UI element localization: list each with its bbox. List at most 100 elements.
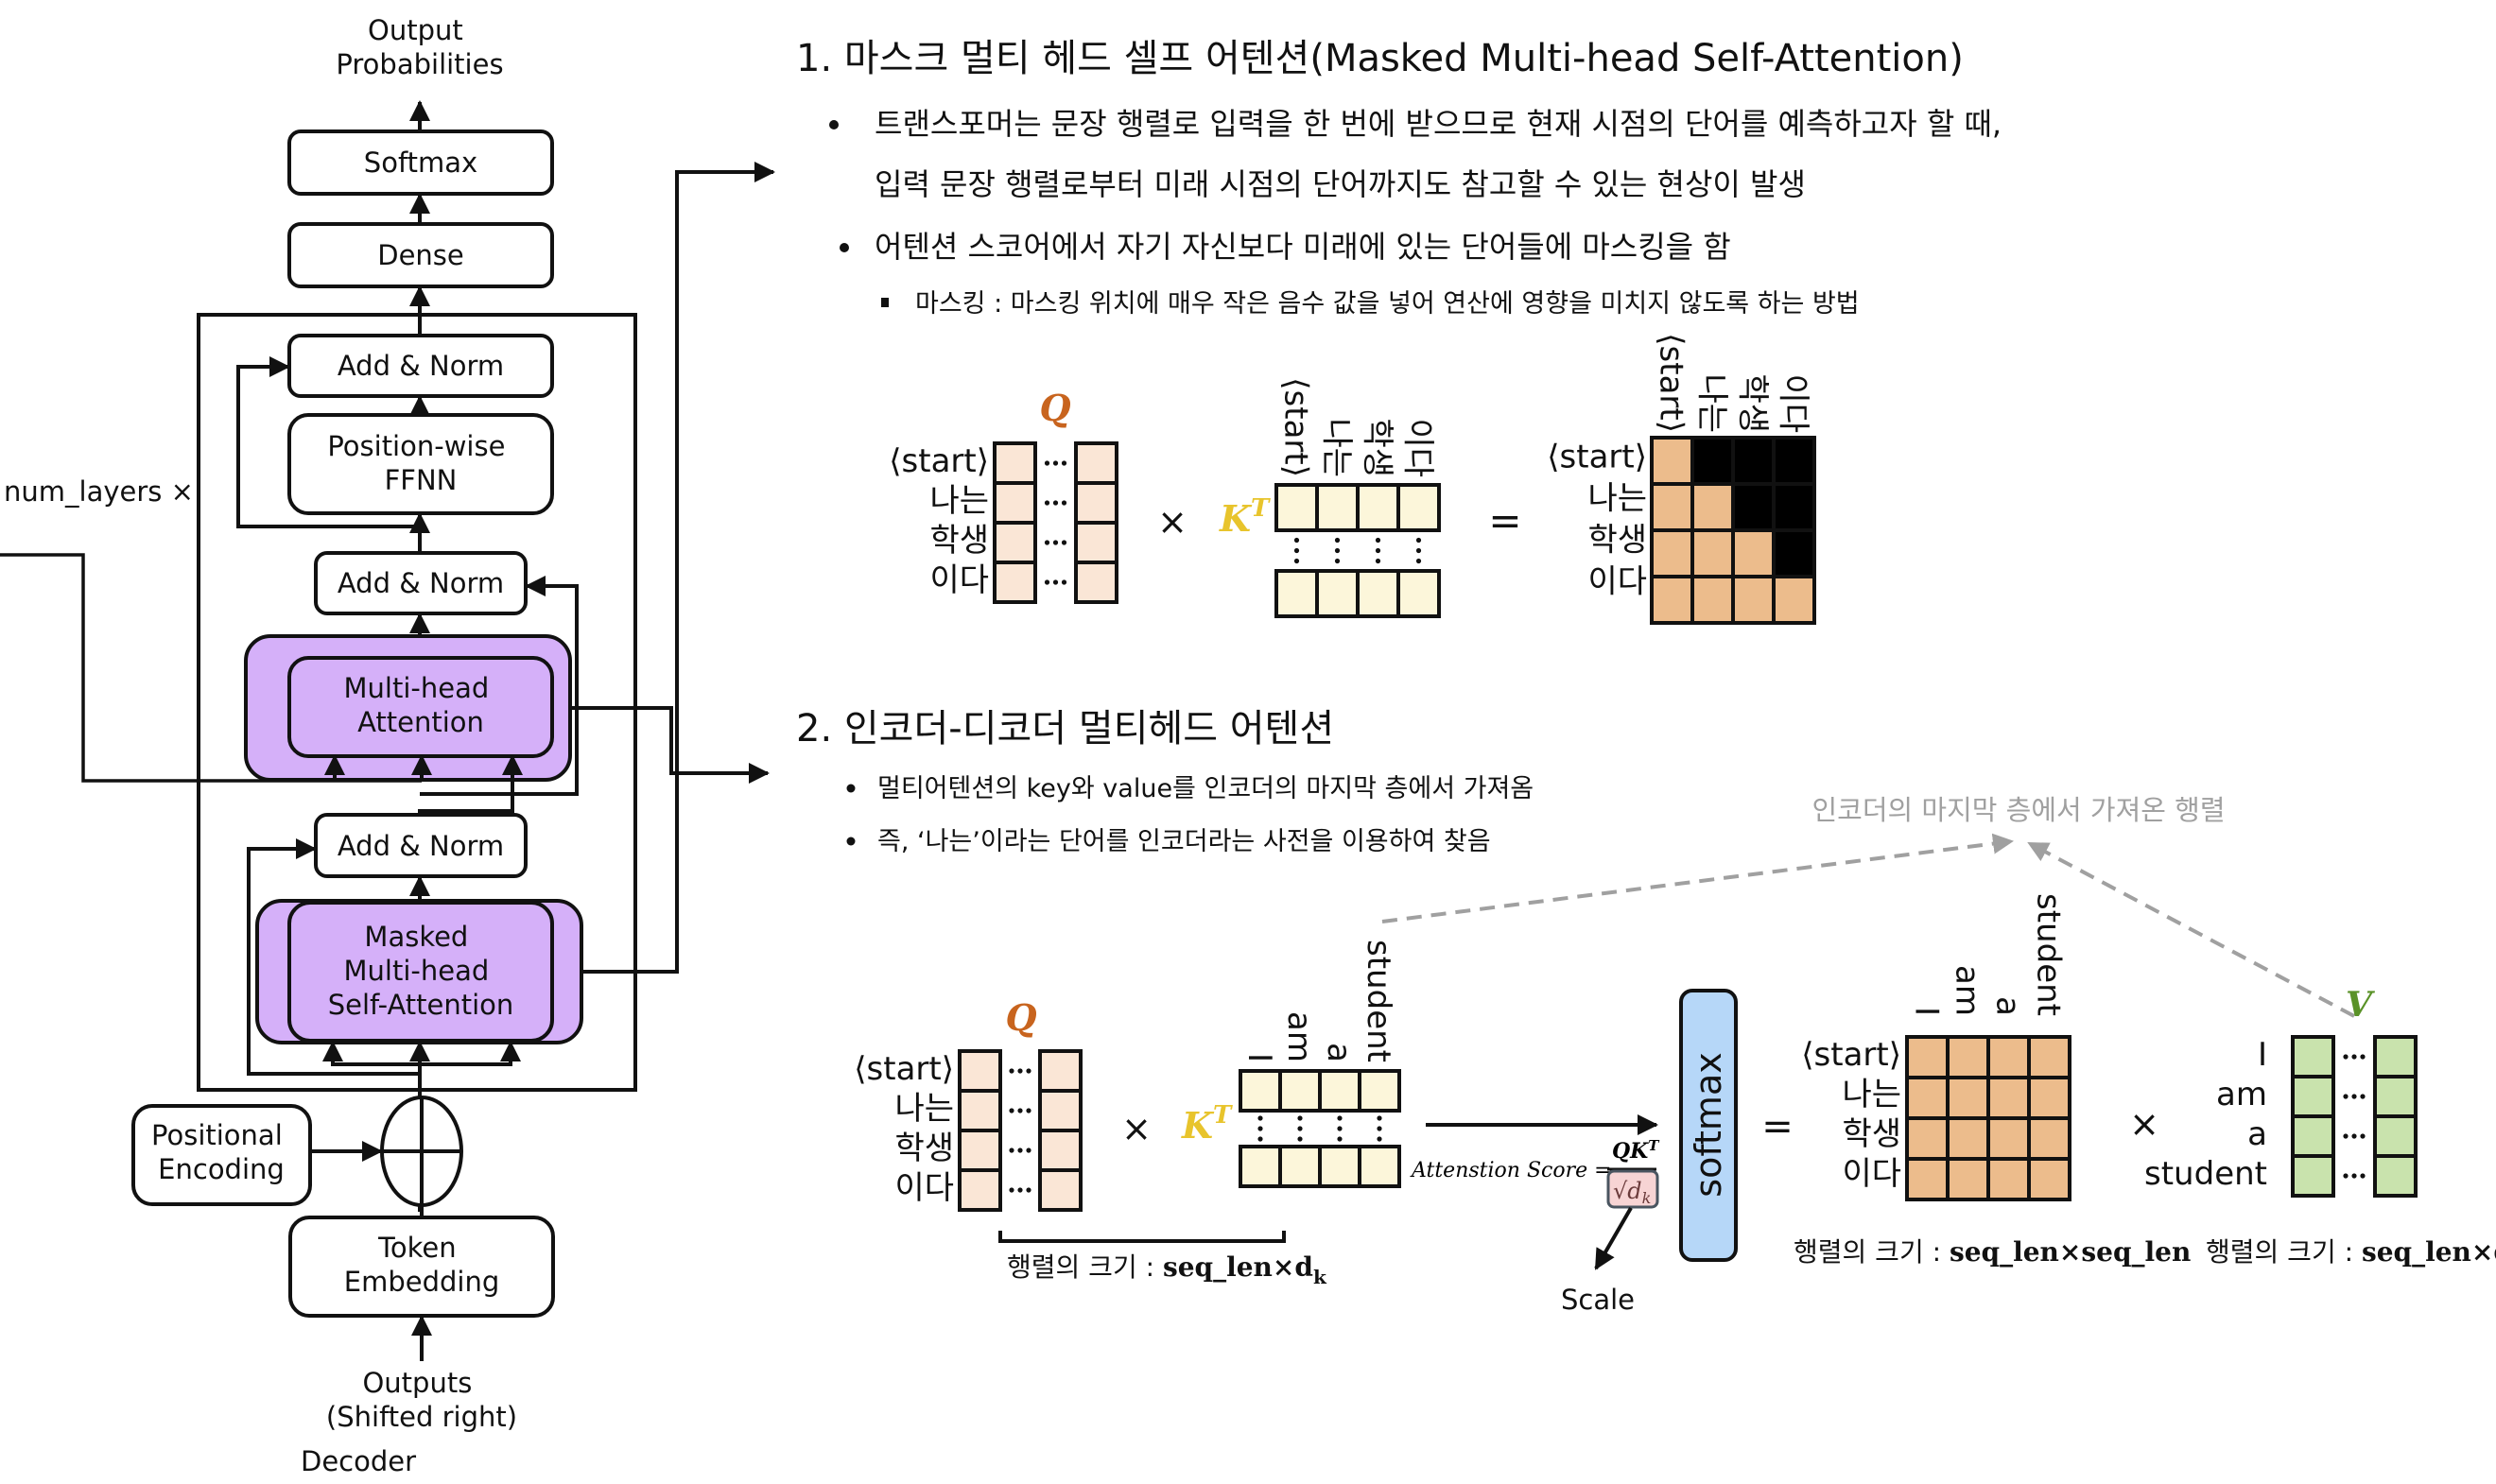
ellipsis-dot (1377, 1126, 1382, 1131)
positional-encoding-label: Positional Encoding (151, 1119, 291, 1185)
col-token-label: am (1948, 965, 1985, 1016)
row-token-label: ⟨start⟩ (889, 442, 989, 480)
section2-heading: 2. 인코더-디코더 멀티헤드 어텐션 (796, 707, 1334, 751)
kt-matrix-cell (1356, 483, 1400, 532)
q-matrix-cell (1038, 1089, 1083, 1132)
col-token-label: a (1320, 1043, 1358, 1062)
q-label: Q (1005, 996, 1036, 1039)
v-matrix-cell (2373, 1075, 2418, 1118)
ellipsis-dot (1293, 537, 1300, 544)
ellipsis-dot (1052, 579, 1059, 585)
formula-prefix: Attenstion Score = (1410, 1159, 1612, 1182)
kt-matrix-cell (1318, 1145, 1361, 1188)
masked-score-matrix-masked-cell (1731, 436, 1776, 486)
masked-score-matrix-masked-cell (1772, 482, 1816, 532)
ellipsis-dot (1026, 1068, 1031, 1074)
masked-score-matrix-cell (1650, 575, 1694, 625)
row-token-label: am (2216, 1076, 2267, 1113)
row-token-label: 이다 (1587, 563, 1647, 601)
masked-score-matrix-cell (1690, 528, 1735, 578)
q-matrix-cell (1038, 1168, 1083, 1212)
ellipsis-dot (2351, 1094, 2357, 1099)
ellipsis-dot (1009, 1108, 1014, 1113)
q-matrix-cell (993, 481, 1037, 525)
ellipsis-dot (2343, 1094, 2349, 1099)
kt-matrix-cell (1274, 483, 1319, 532)
ellipsis-dot (1052, 540, 1059, 545)
kt-label: KT (1219, 494, 1271, 540)
ellipsis-dot (1375, 547, 1381, 554)
row-token-label: a (2247, 1115, 2267, 1153)
size-label-qk: 행렬의 크기 : seq_len×dk (1007, 1251, 1327, 1288)
ellipsis-dot (1009, 1068, 1014, 1074)
row-token-label: 나는 (1842, 1076, 1901, 1113)
ellipsis-dot (2360, 1054, 2366, 1060)
ellipsis-dot (1334, 547, 1341, 554)
attention-score-matrix-cell (1905, 1116, 1950, 1161)
decoder-diagram: Output Probabilities Softmax Dense num_l… (0, 14, 775, 1477)
kt-matrix-cell (1315, 483, 1360, 532)
col-token-label: 학생 (1733, 373, 1771, 433)
col-token-label: 학생 (1358, 418, 1395, 477)
q-matrix-cell (993, 441, 1037, 485)
attention-score-matrix-cell (1986, 1076, 2031, 1120)
v-matrix-cell (2291, 1035, 2335, 1078)
softmax-box (1679, 989, 1738, 1262)
size-bracket (998, 1231, 1286, 1243)
num-layers-label: num_layers × (4, 475, 194, 508)
row-token-label: 이다 (894, 1169, 954, 1207)
bullet-dot (829, 120, 839, 129)
ellipsis-dot (1017, 1148, 1023, 1153)
col-token-label: am (1280, 1011, 1318, 1062)
v-matrix-cell (2373, 1035, 2418, 1078)
row-token-label: 나는 (929, 482, 989, 520)
mha-label: Multi-head Attention (344, 672, 498, 738)
times-sign: × (1157, 501, 1187, 543)
ellipsis-dot (1009, 1148, 1014, 1153)
attention-score-matrix-cell (2027, 1116, 2071, 1161)
v-label: V (2346, 985, 2375, 1025)
row-token-label: I (2258, 1036, 2267, 1074)
ellipsis-dot (1375, 558, 1381, 564)
row-token-label: ⟨start⟩ (854, 1050, 954, 1088)
v-matrix-cell (2373, 1114, 2418, 1158)
ellipsis-dot (1415, 537, 1422, 544)
kt-label: KT (1181, 1101, 1233, 1147)
masked-score-matrix-masked-cell (1772, 528, 1816, 578)
arrow-to-scale (1594, 1206, 1633, 1270)
kt-matrix-cell (1278, 1069, 1322, 1113)
ellipsis-dot (1052, 460, 1059, 466)
size-label-scores: 행렬의 크기 : seq_len×seq_len (1794, 1236, 2191, 1268)
ellipsis-dot (1415, 547, 1422, 554)
ellipsis-dot (2360, 1173, 2366, 1179)
section1: 1. 마스크 멀티 헤드 셀프 어텐션(Masked Multi-head Se… (796, 37, 2002, 625)
attention-score-matrix-cell (2027, 1076, 2071, 1120)
v-matrix-cell (2373, 1154, 2418, 1198)
ellipsis-dot (1044, 579, 1050, 585)
col-token-label: 이다 (1398, 418, 1436, 477)
ellipsis-dot (1415, 558, 1422, 564)
ellipsis-dot (1375, 537, 1381, 544)
row-token-label: 나는 (1587, 480, 1647, 518)
residual-to-add-norm-mid (420, 576, 579, 796)
q-matrix-cell (1074, 521, 1118, 564)
attention-score-matrix-cell (1946, 1076, 1990, 1120)
ellipsis-dot (2360, 1094, 2366, 1099)
col-token-label: I (1240, 1053, 1278, 1062)
ellipsis-dot (2351, 1054, 2357, 1060)
row-token-label: 학생 (1842, 1115, 1901, 1153)
ellipsis-dot (1044, 500, 1050, 506)
masked-score-matrix-cell (1650, 528, 1694, 578)
ellipsis-dot (1044, 540, 1050, 545)
section1-bullet-2: 어텐션 스코어에서 자기 자신보다 미래에 있는 단어들에 마스킹을 함 (875, 229, 1731, 265)
q-matrix-cell (1074, 561, 1118, 604)
masked-score-matrix-cell (1731, 575, 1776, 625)
col-token-label: student (1360, 940, 1397, 1062)
decoder-title: Decoder (301, 1445, 416, 1477)
formula-denominator: √dk (1613, 1178, 1651, 1207)
ellipsis-dot (1257, 1115, 1263, 1121)
ellipsis-dot (1334, 558, 1341, 564)
attention-score-matrix-cell (1905, 1035, 1950, 1079)
ellipsis-dot (2351, 1173, 2357, 1179)
